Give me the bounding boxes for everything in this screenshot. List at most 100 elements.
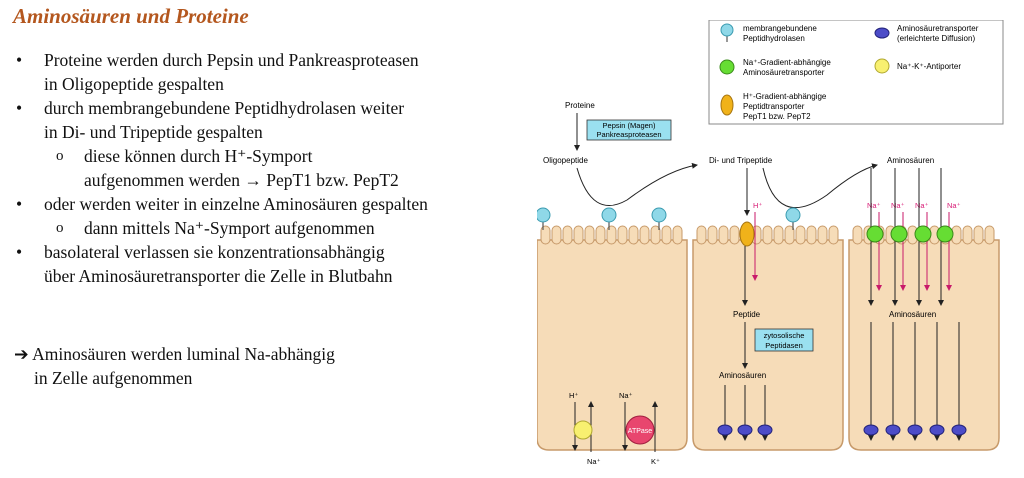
legend-text: Peptidtransporter bbox=[743, 102, 805, 111]
sub-bullet-item: o diese können durch H⁺-Symport aufgenomme… bbox=[14, 144, 544, 192]
microvillus bbox=[606, 225, 617, 245]
flow-arrow bbox=[762, 163, 878, 209]
bullet-marker: • bbox=[16, 50, 23, 70]
aa-transporter bbox=[907, 424, 923, 436]
microvillus bbox=[650, 225, 661, 245]
legend-text: (erleichterte Diffusion) bbox=[897, 34, 975, 43]
legend-text: Na⁺-K⁺-Antiporter bbox=[897, 62, 961, 71]
bullet-text: basolateral verlassen sie konzentrations… bbox=[44, 242, 385, 262]
bullet-text: diese können durch H⁺-Symport bbox=[84, 146, 313, 166]
peptidhydrolase-icon bbox=[601, 207, 617, 223]
na-plus-label: Na⁺ bbox=[867, 201, 881, 210]
legend-text: Na⁺-Gradient-abhängige bbox=[743, 58, 831, 67]
bullet-marker: • bbox=[16, 98, 23, 118]
na-plus-label: Na⁺ bbox=[587, 457, 601, 466]
microvillus bbox=[595, 225, 606, 245]
microvillus bbox=[729, 225, 740, 245]
basolateral-exits bbox=[863, 322, 967, 441]
microvillus bbox=[806, 225, 817, 245]
h-plus-label: H⁺ bbox=[753, 201, 762, 210]
protein-digestion-diagram: membrangebundene Peptidhydrolasen Aminos… bbox=[537, 20, 1013, 478]
microvillus bbox=[661, 225, 672, 245]
membrane-hydrolases bbox=[537, 207, 801, 230]
aa-transporter bbox=[737, 424, 753, 436]
microvillus bbox=[962, 225, 973, 245]
microvillus bbox=[672, 225, 683, 245]
flow-arrow bbox=[576, 162, 698, 207]
microvillus bbox=[573, 225, 584, 245]
legend-text: PepT1 bzw. PepT2 bbox=[743, 112, 811, 121]
atpase-pump bbox=[625, 415, 655, 445]
microvillus bbox=[984, 225, 995, 245]
microvillus bbox=[852, 225, 863, 245]
legend-text: Peptidhydrolasen bbox=[743, 34, 805, 43]
aa-transporter bbox=[717, 424, 733, 436]
bullet-text: Proteine werden durch Pepsin und Pankrea… bbox=[44, 50, 419, 70]
microvillus bbox=[773, 225, 784, 245]
arrow-icon: ➔ bbox=[14, 344, 29, 364]
peptide-label: Peptide bbox=[733, 310, 761, 319]
microvillus bbox=[540, 225, 551, 245]
enterocyte-cells bbox=[537, 239, 1000, 451]
microvillus bbox=[718, 225, 729, 245]
bullet-text: aufgenommen werden → PepT1 bzw. PepT2 bbox=[84, 170, 399, 190]
na-plus-label: Na⁺ bbox=[947, 201, 961, 210]
peptidhydrolase-icon bbox=[651, 207, 667, 223]
bullet-text: in Di- und Tripeptide gespalten bbox=[44, 122, 263, 142]
microvillus bbox=[707, 225, 718, 245]
microvillus bbox=[817, 225, 828, 245]
sub-bullet-marker: o bbox=[56, 148, 64, 164]
oligopeptide-label: Oligopeptide bbox=[543, 156, 588, 165]
basolateral-exits bbox=[717, 385, 773, 441]
na-transporter-legend-icon bbox=[719, 59, 735, 75]
aa-transporter bbox=[757, 424, 773, 436]
legend-text: H⁺-Gradient-abhängige bbox=[743, 92, 827, 101]
page-title: Aminosäuren und Proteine bbox=[13, 4, 249, 28]
legend-text: Aminosäuretransporter bbox=[743, 68, 825, 77]
na-plus-label: Na⁺ bbox=[915, 201, 929, 210]
microvillus bbox=[696, 225, 707, 245]
enterocyte-cell-3 bbox=[848, 239, 1000, 451]
bullet-text: oder werden weiter in einzelne Aminosäur… bbox=[44, 194, 428, 214]
bullet-text: über Aminosäuretransporter die Zelle in … bbox=[44, 266, 393, 286]
pepsin-box bbox=[586, 119, 672, 141]
na-h-antiporter bbox=[573, 420, 593, 440]
legend: membrangebundene Peptidhydrolasen Aminos… bbox=[708, 20, 1004, 125]
microvillus bbox=[795, 225, 806, 245]
na-transporter bbox=[936, 225, 954, 243]
bullet-item: •oder werden weiter in einzelne Aminosäu… bbox=[14, 192, 544, 216]
bullet-text: durch membrangebundene Peptidhydrolasen … bbox=[44, 98, 405, 118]
na-transporter bbox=[866, 225, 884, 243]
proteine-label: Proteine bbox=[565, 101, 595, 110]
aminosaeuren-label: Aminosäuren bbox=[719, 371, 766, 380]
bullet-marker: • bbox=[16, 242, 23, 262]
na-symport-group: Na⁺ Na⁺ Na⁺ Na⁺ bbox=[866, 168, 961, 306]
pept1-transporter bbox=[739, 221, 755, 247]
microvillus bbox=[584, 225, 595, 245]
aminosaeuren-top-label: Aminosäuren bbox=[887, 156, 934, 165]
aa-transporter bbox=[885, 424, 901, 436]
h-transporter-legend-icon bbox=[720, 94, 734, 116]
zyto-label: zytosolische bbox=[764, 331, 805, 340]
bullet-text: in Oligopeptide gespalten bbox=[44, 74, 224, 94]
legend-text: Aminosäuretransporter bbox=[897, 24, 979, 33]
zyto-label: Peptidasen bbox=[765, 341, 803, 350]
microvillus bbox=[828, 225, 839, 245]
microvillus bbox=[784, 225, 795, 245]
h-plus-label: H⁺ bbox=[569, 391, 578, 400]
pepsin-label: Pankreasproteasen bbox=[596, 130, 661, 139]
microvillus bbox=[562, 225, 573, 245]
legend-text: membrangebundene bbox=[743, 24, 817, 33]
microvillus bbox=[628, 225, 639, 245]
bullet-item: • durch membrangebundene Peptidhydrolasen… bbox=[14, 96, 544, 144]
peptidhydrolase-icon bbox=[785, 207, 801, 223]
conclusion-text: in Zelle aufgenommen bbox=[34, 368, 193, 388]
antiporter-legend-icon bbox=[874, 58, 890, 74]
zyto-peptidasen-box bbox=[754, 328, 814, 352]
bullet-item: • Proteine werden durch Pepsin und Pankre… bbox=[14, 48, 544, 96]
bullet-item: • basolateral verlassen sie konzentration… bbox=[14, 240, 544, 288]
aa-transporter-legend-icon bbox=[874, 27, 890, 39]
na-plus-label: Na⁺ bbox=[891, 201, 905, 210]
bullet-text: dann mittels Na⁺-Symport aufgenommen bbox=[84, 218, 375, 238]
